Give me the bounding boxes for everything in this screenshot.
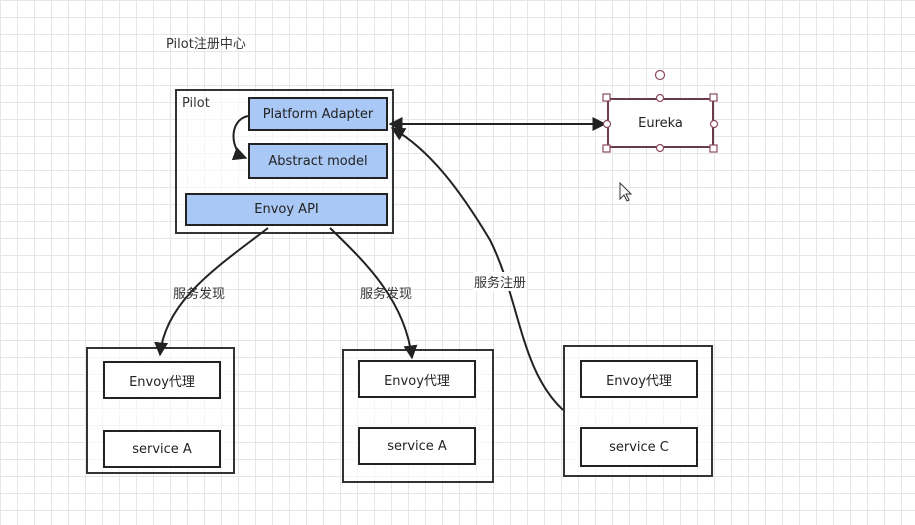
diagram-title: Pilot注册中心	[166, 37, 246, 52]
register-arrow	[390, 127, 564, 411]
eureka-selection-handles	[602, 69, 719, 153]
discovery-label-mid: 服务发现	[360, 287, 413, 302]
discovery-arrow-mid	[329, 227, 418, 360]
envoy-proxy-box-2[interactable]: Envoy代理	[358, 360, 476, 398]
mouse-cursor	[619, 181, 633, 202]
service-box-1[interactable]: service A	[103, 430, 221, 468]
abstract-model-box[interactable]: Abstract model	[248, 143, 388, 179]
register-label: 服务注册	[473, 272, 528, 291]
service-box-2[interactable]: service A	[358, 427, 476, 465]
envoy-api-box[interactable]: Envoy API	[185, 193, 388, 226]
service-box-3[interactable]: service C	[580, 427, 698, 467]
adapter-to-model-arrow	[231, 115, 249, 161]
platform-adapter-box[interactable]: Platform Adapter	[248, 97, 388, 131]
discovery-arrow-left	[154, 227, 269, 357]
envoy-proxy-box-3[interactable]: Envoy代理	[580, 360, 698, 398]
pilot-label: Pilot	[182, 96, 210, 111]
envoy-proxy-box-1[interactable]: Envoy代理	[103, 361, 221, 399]
discovery-label-left: 服务发现	[173, 287, 226, 302]
